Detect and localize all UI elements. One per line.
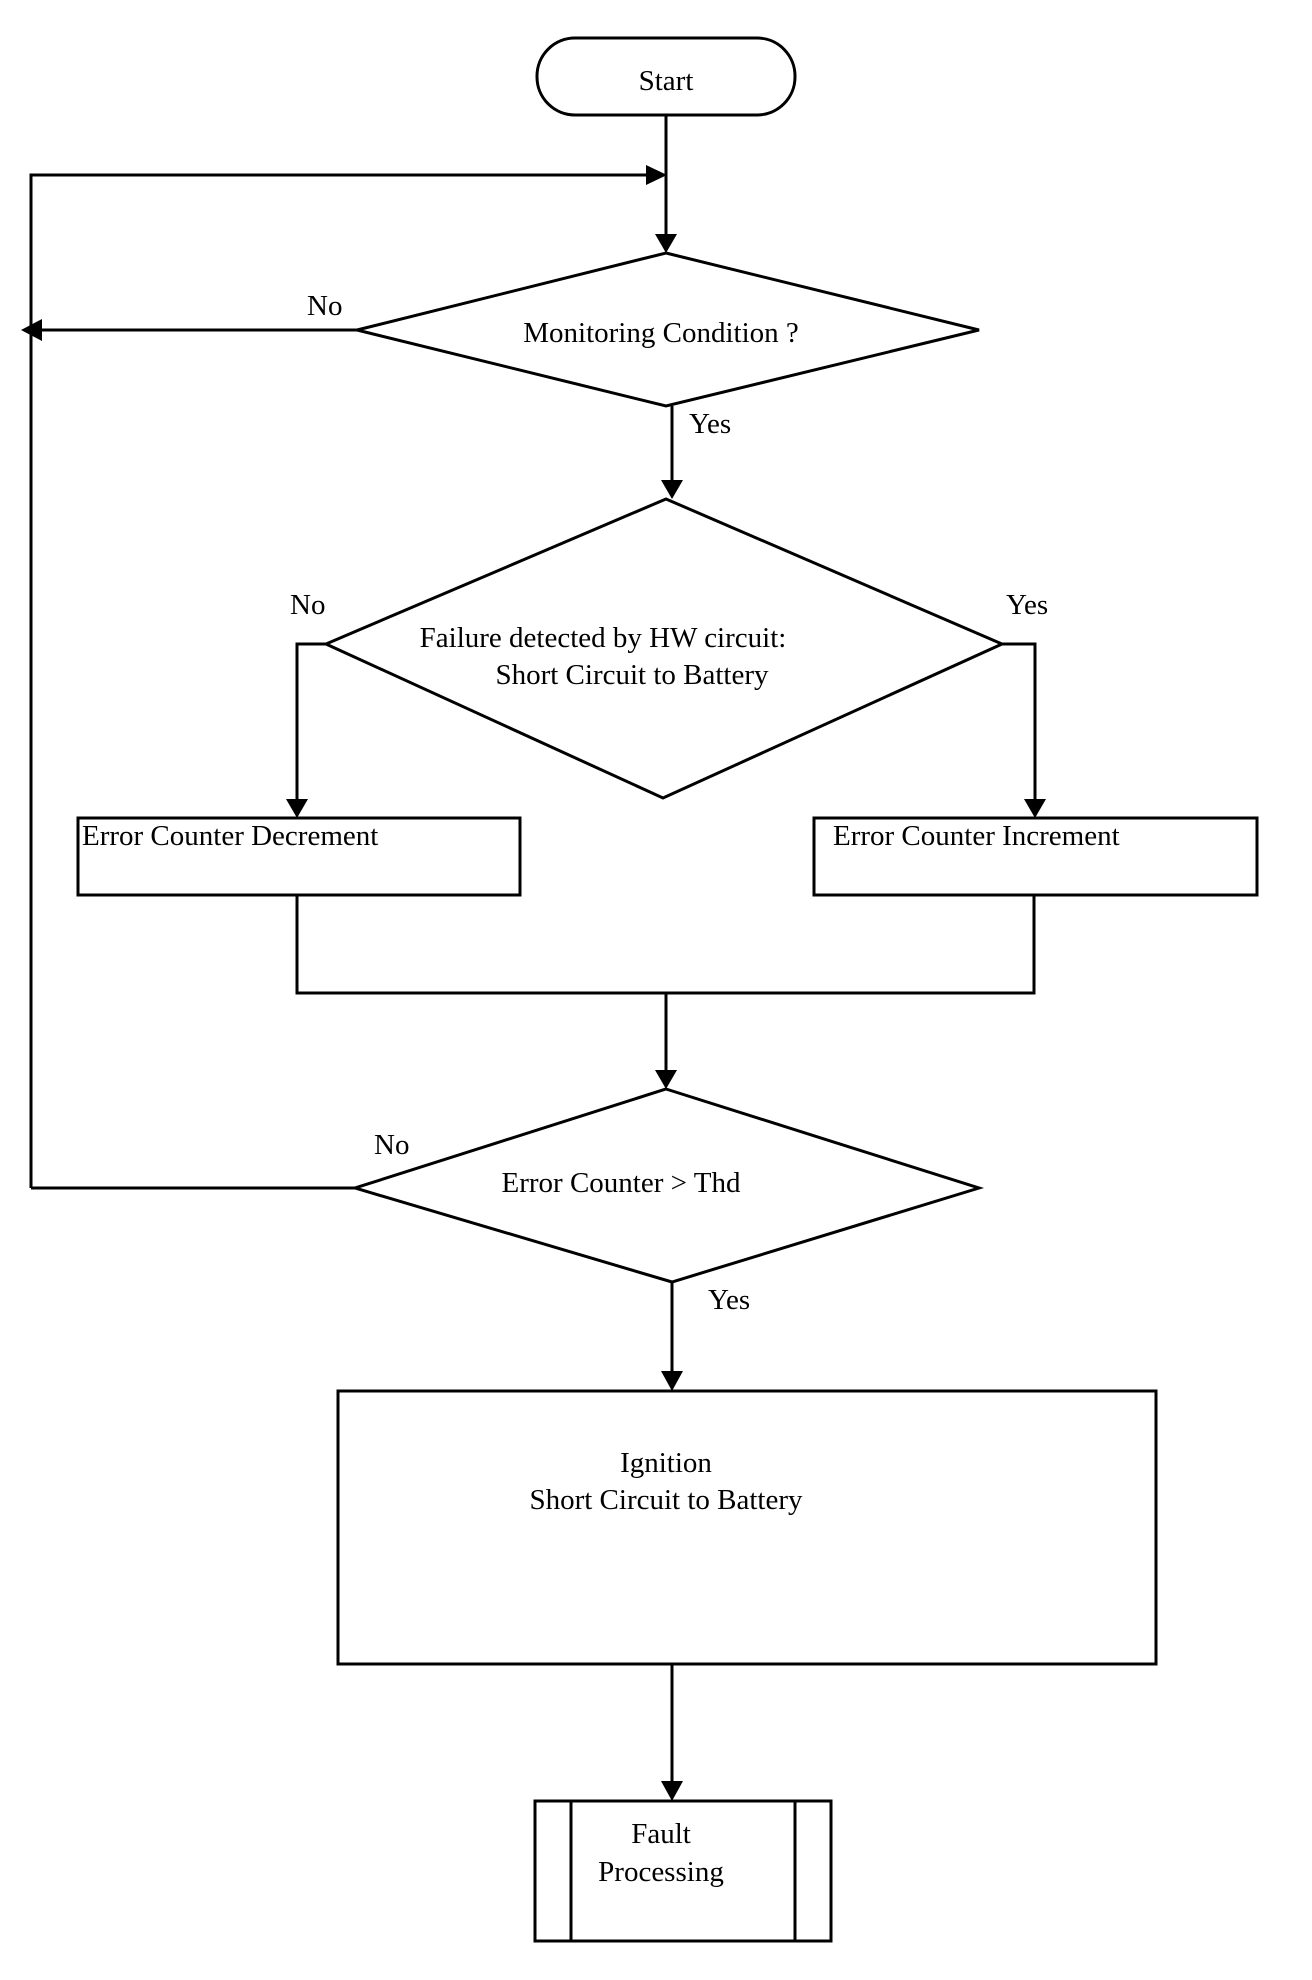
arrowhead-monitoring-no [21,319,42,341]
monitoring-no-label: No [307,290,342,322]
failure-yes-label: Yes [1006,589,1048,621]
start-label: Start [639,65,694,97]
error-threshold-label: Error Counter > Thd [502,1167,741,1199]
fault-processing-box [533,1799,833,1943]
edge-failure-no [295,642,330,800]
start-terminator [535,36,797,117]
monitoring-condition-label: Monitoring Condition ? [523,317,799,349]
failure-no-label: No [290,589,325,621]
failure-detected-diamond [322,497,1006,800]
fault-processing-label-line2: Processing [598,1856,724,1888]
arrowhead-monitoring-in [655,234,677,253]
error-counter-increment-label: Error Counter Increment [833,820,1120,852]
error-counter-decrement-label: Error Counter Decrement [82,820,378,852]
threshold-yes-label: Yes [708,1284,750,1316]
fault-processing-label-line1: Fault [631,1818,691,1850]
arrowhead-increment-in [1024,799,1046,818]
monitoring-condition-diamond [356,251,980,408]
edge-merge [295,895,1036,995]
error-threshold-diamond [349,1087,985,1284]
edge-failure-yes [1002,642,1037,800]
edge-loop-back [29,173,648,1188]
arrowhead-threshold-in [655,1070,677,1089]
failure-detected-label-line1: Failure detected by HW circuit: [420,622,787,654]
error-counter-decrement-box [76,816,522,897]
monitoring-yes-label: Yes [689,408,731,440]
arrowhead-ignition-in [661,1371,683,1391]
arrowhead-loop-junction [646,165,667,185]
ignition-label-line1: Ignition [620,1447,712,1479]
ignition-short-circuit-box [336,1389,1158,1666]
arrowhead-failure-in [661,480,683,499]
threshold-no-label: No [374,1129,409,1161]
arrowhead-decrement-in [286,799,308,818]
ignition-label-line2: Short Circuit to Battery [529,1484,803,1516]
failure-detected-label-line2: Short Circuit to Battery [495,659,769,691]
arrowhead-fault-in [661,1781,683,1801]
error-counter-increment-box [812,816,1259,897]
